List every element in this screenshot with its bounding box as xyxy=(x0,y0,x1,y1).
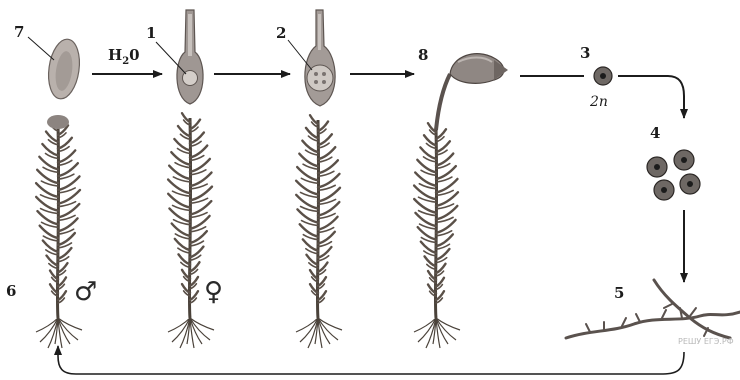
h2o-label: H20 xyxy=(108,46,140,67)
fertilized-gametophyte-plant xyxy=(296,115,342,348)
female-gametophyte-plant xyxy=(168,113,214,348)
leaf xyxy=(420,147,436,158)
ploidy-label: 2n xyxy=(589,94,608,110)
arrow-3-to-4 xyxy=(618,76,684,118)
label-3: 3 xyxy=(580,44,590,62)
leaf xyxy=(175,239,190,250)
leaf xyxy=(58,233,75,245)
watermark: РЕШУ ЕГЭ.РФ xyxy=(678,337,734,346)
label-8: 8 xyxy=(418,46,428,64)
spore-tetrad xyxy=(647,150,700,200)
antheridium xyxy=(45,37,83,101)
label-6: 6 xyxy=(6,282,16,300)
spore xyxy=(654,180,674,200)
leaf xyxy=(303,239,318,250)
label-1: 1 xyxy=(146,24,156,42)
leaf xyxy=(171,152,190,165)
leaf xyxy=(190,231,207,243)
label-5: 5 xyxy=(614,284,624,302)
label-7: 7 xyxy=(14,23,24,41)
spore xyxy=(647,157,667,177)
label-4: 4 xyxy=(650,124,660,142)
female-symbol: ♀ xyxy=(204,277,223,307)
rhizoid xyxy=(58,318,78,340)
leaf xyxy=(43,241,58,252)
leaf xyxy=(318,232,335,244)
label-2: 2 xyxy=(276,24,286,42)
sporophyte xyxy=(436,54,508,130)
spore xyxy=(674,150,694,170)
spore-mother-cell xyxy=(594,67,612,85)
leaf xyxy=(299,154,318,167)
fertilized-archegonium xyxy=(305,10,335,106)
rhizoid xyxy=(436,318,456,340)
archegonium xyxy=(177,10,203,104)
protonema xyxy=(566,280,740,338)
leaf xyxy=(300,224,318,236)
shoot-apex-organ xyxy=(47,115,69,129)
leaf xyxy=(302,141,318,152)
male-gametophyte-plant xyxy=(36,115,82,348)
leaf xyxy=(172,224,190,236)
leaf xyxy=(190,146,207,158)
leaf xyxy=(58,150,75,162)
gametophyte-with-sporophyte-plant xyxy=(414,123,460,348)
leaf xyxy=(318,147,335,159)
leader-line-2 xyxy=(288,40,312,70)
rhizoid xyxy=(318,318,338,340)
leaf xyxy=(42,144,58,155)
male-symbol: ♂ xyxy=(74,277,97,307)
leaf xyxy=(174,139,190,150)
rhizoid xyxy=(190,318,210,340)
leader-line-7 xyxy=(28,37,54,60)
leaf xyxy=(421,242,436,253)
arrow-5-to-6 xyxy=(58,346,684,374)
spore xyxy=(680,174,700,194)
